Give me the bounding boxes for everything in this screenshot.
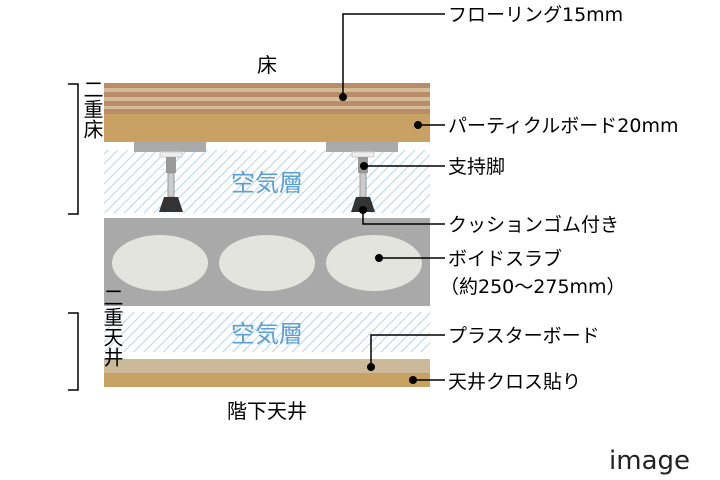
floor-label: 床 — [257, 53, 277, 77]
callout-ceiling-cloth: 天井クロス貼り — [448, 371, 581, 393]
callout-flooring: フローリング15mm — [448, 4, 623, 26]
air-layer-upper — [104, 150, 430, 213]
image-watermark: image — [609, 446, 690, 476]
callout-slab-thickness: （約250～275mm） — [440, 276, 626, 298]
air-layer-label: 空気層 — [231, 320, 303, 348]
ceiling-cloth-layer — [104, 373, 430, 387]
support-leg — [134, 142, 206, 212]
double-floor-label: 二重床 — [44, 79, 104, 139]
callout-plaster-board: プラスターボード — [448, 325, 600, 347]
plaster-board-layer — [104, 359, 430, 373]
callout-cushion-rubber: クッションゴム付き — [448, 214, 619, 236]
ceiling-below-label: 階下天井 — [227, 399, 307, 423]
particle-board-layer — [104, 114, 430, 142]
flooring-layer — [104, 83, 430, 114]
callout-support-leg: 支持脚 — [448, 156, 505, 178]
void-slab — [104, 218, 430, 306]
air-layer-label: 空気層 — [231, 169, 303, 197]
bracket-double-ceiling — [68, 312, 79, 391]
callout-particle-board: パーティクルボード20mm — [448, 115, 678, 137]
callout-void-slab: ボイドスラブ — [448, 247, 562, 270]
air-layer-lower — [104, 312, 430, 352]
leader-lines — [342, 13, 445, 381]
bracket-double-floor — [68, 83, 79, 215]
